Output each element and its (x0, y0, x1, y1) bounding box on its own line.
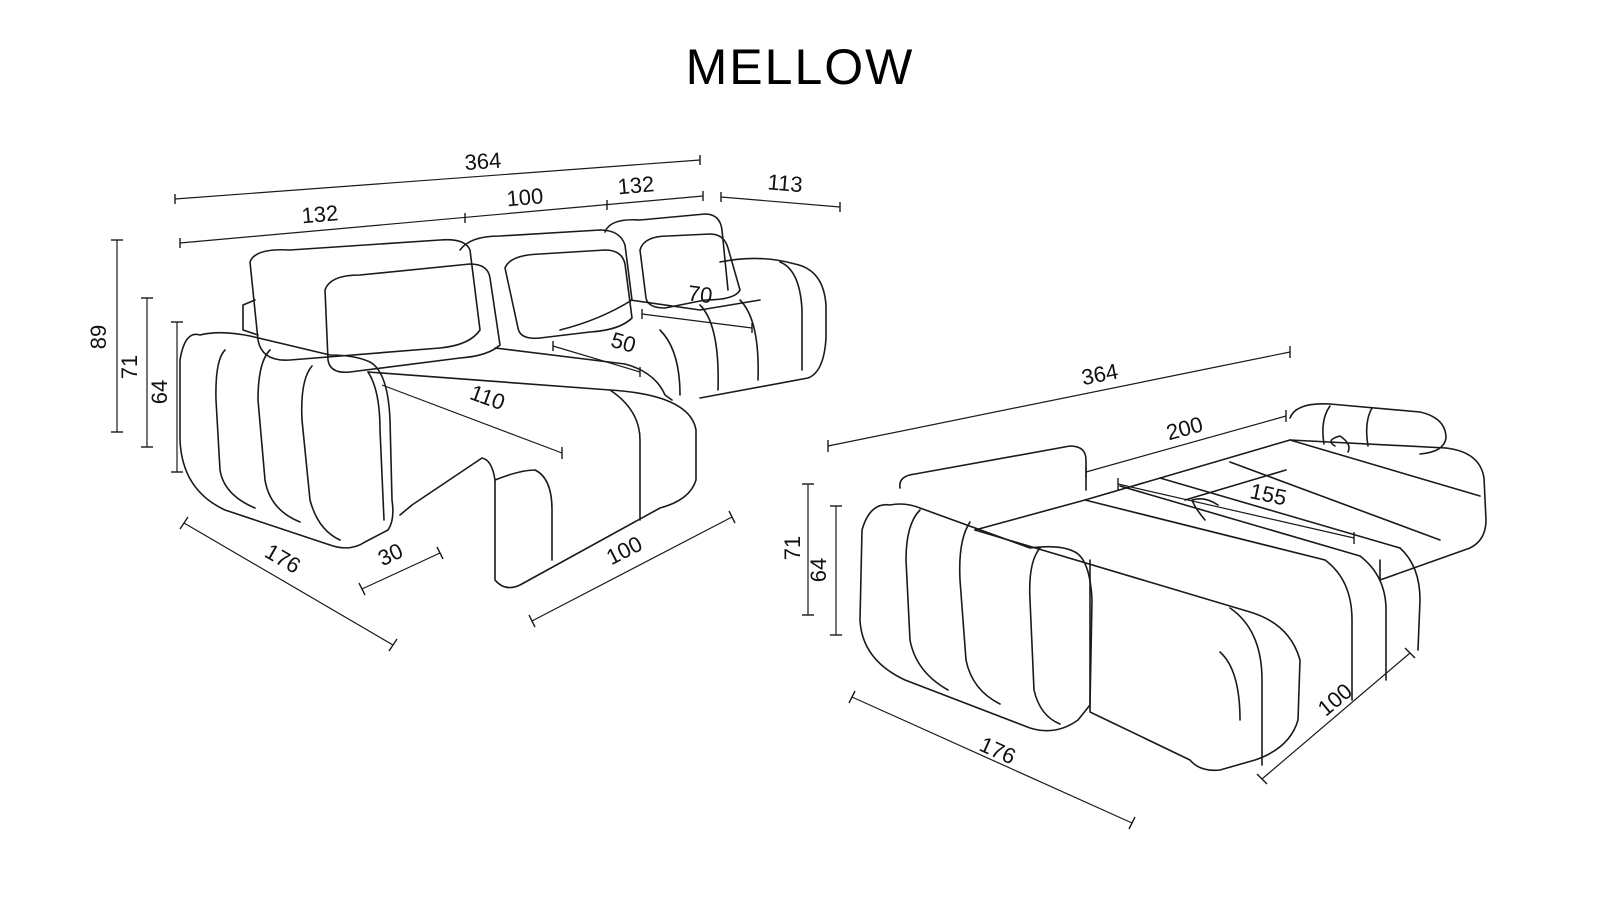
sofa-dim-height-back: 89 (86, 325, 111, 349)
bed-outline (859, 402, 1487, 772)
sofa-dim-arm-width: 30 (374, 538, 407, 571)
product-title: MELLOW (685, 39, 915, 95)
sofa-dim-middle-section: 100 (505, 183, 544, 211)
sofa-dim-chaise-cushion: 110 (467, 380, 509, 415)
bed-dim-height-arm: 71 (780, 536, 805, 560)
sofa-outline (179, 213, 827, 589)
sofa-dim-chaise-length: 176 (261, 539, 305, 579)
sofa-dim-height-arm: 71 (117, 355, 142, 379)
sofa-dim-depth: 113 (767, 169, 804, 197)
sofa-dim-left-section: 132 (300, 200, 339, 228)
bed-dimensions: 364 200 155 71 64 176 100 (780, 346, 1416, 830)
sofa-dim-total-width: 364 (464, 148, 502, 176)
sofa-dim-seat-depth: 50 (608, 327, 638, 358)
bed-dim-chaise-length: 176 (976, 732, 1020, 770)
bed-dim-height-seat: 64 (806, 558, 831, 582)
sofa-dimensions: 364 132 100 132 113 89 71 64 70 (86, 148, 841, 652)
sofa-dim-height-seat: 64 (147, 380, 172, 404)
sofa-dim-back-cushion: 70 (687, 280, 714, 308)
bed-dim-chaise-width: 100 (1313, 678, 1357, 721)
bed-dim-total-width: 364 (1079, 359, 1120, 391)
sofa-dim-right-section: 132 (616, 171, 655, 199)
